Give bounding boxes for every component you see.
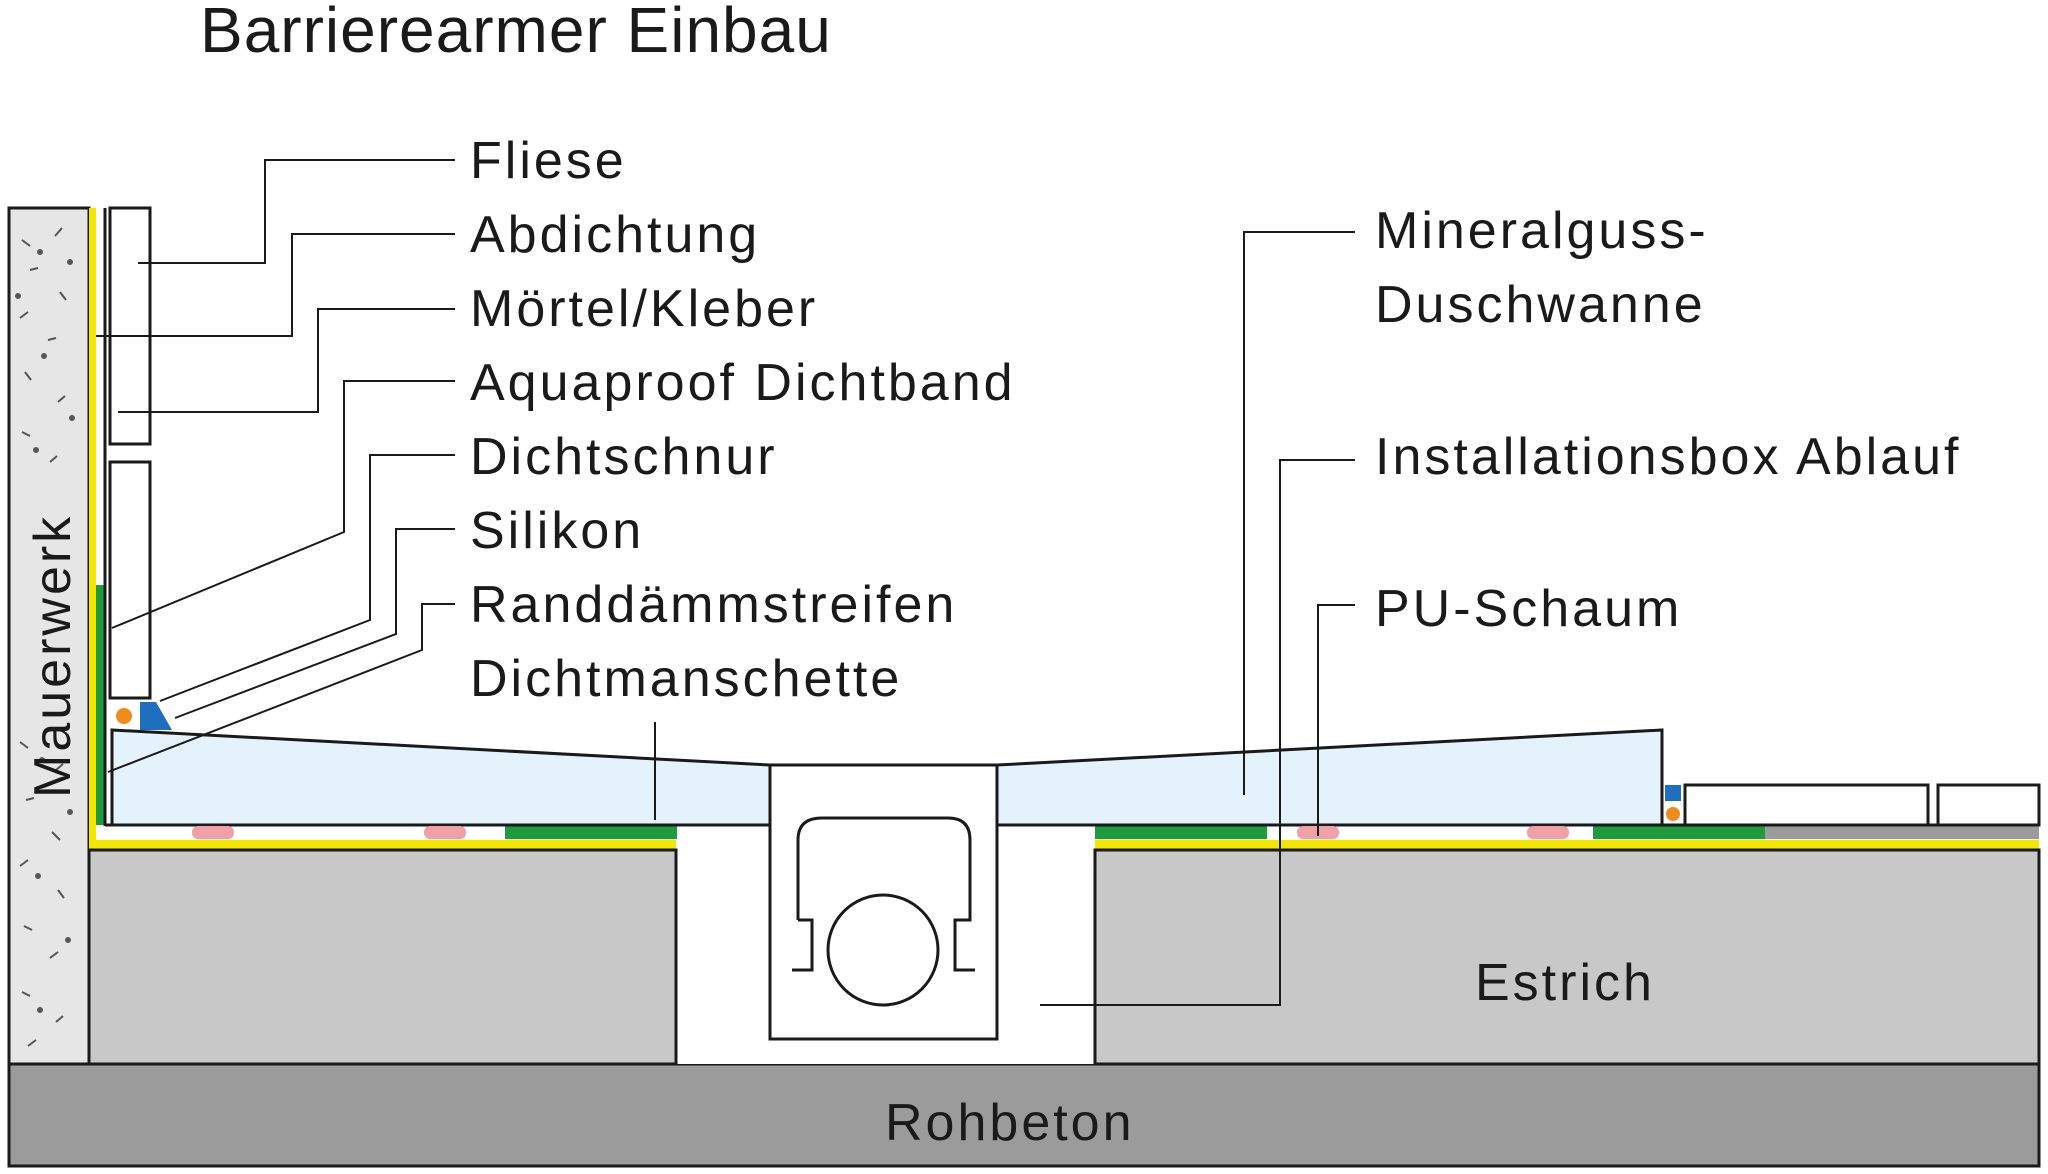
abdichtung-wall [89,208,96,848]
abdichtung-floor-right [1095,840,2039,850]
dichtschnur-wall [116,708,132,724]
silikon-joint-floor [1665,785,1681,801]
mauerwerk-wall [7,206,91,1066]
silikon-joint-wall [140,702,172,730]
label-abdichtung: Abdichtung [470,206,760,264]
fliese-floor-1 [1683,783,1930,827]
dichtband-floor-right-1 [1095,826,1267,839]
rohbeton-label: Rohbeton [885,1094,1135,1152]
leader-lines [96,159,1355,1006]
mauerwerk-texture [15,227,75,1047]
label-dichtmanschette: Dichtmanschette [470,650,902,708]
estrich-right [1093,848,2041,1066]
drain-pipe [826,893,940,1007]
dichtband-floor-left [505,826,677,839]
drain-siphon [792,816,975,972]
estrich-label: Estrich [1475,954,1655,1012]
dichtband-floor-right-2 [1593,826,1765,839]
mauerwerk-label: Mauerwerk [24,514,82,798]
abdichtung-floor-left [89,840,676,850]
label-installationsbox: Installationsbox Ablauf [1375,428,1961,486]
estrich-left [87,848,678,1066]
dichtschnur-floor [1666,807,1680,821]
label-pu-schaum: PU-Schaum [1375,580,1682,638]
fliese-wall-lower [108,460,152,700]
label-fliese: Fliese [470,132,627,190]
label-moertel-kleber: Mörtel/Kleber [470,280,818,338]
rohbeton-layer [7,1062,2041,1168]
label-duschwanne-line2: Duschwanne [1375,276,1706,334]
label-randdaemmstreifen: Randdämmstreifen [470,576,957,634]
dichtband-wall [96,585,105,825]
diagram-title: Barrierearmer Einbau [200,0,832,66]
label-duschwanne-line1: Mineralguss- [1375,202,1709,260]
fliese-wall-upper [108,206,152,446]
label-aquaproof-dichtband: Aquaproof Dichtband [470,354,1016,412]
label-dichtschnur: Dichtschnur [470,428,778,486]
moertel-bed-right [1765,826,2039,839]
label-silikon: Silikon [470,502,644,560]
fliese-floor-2 [1936,783,2041,827]
